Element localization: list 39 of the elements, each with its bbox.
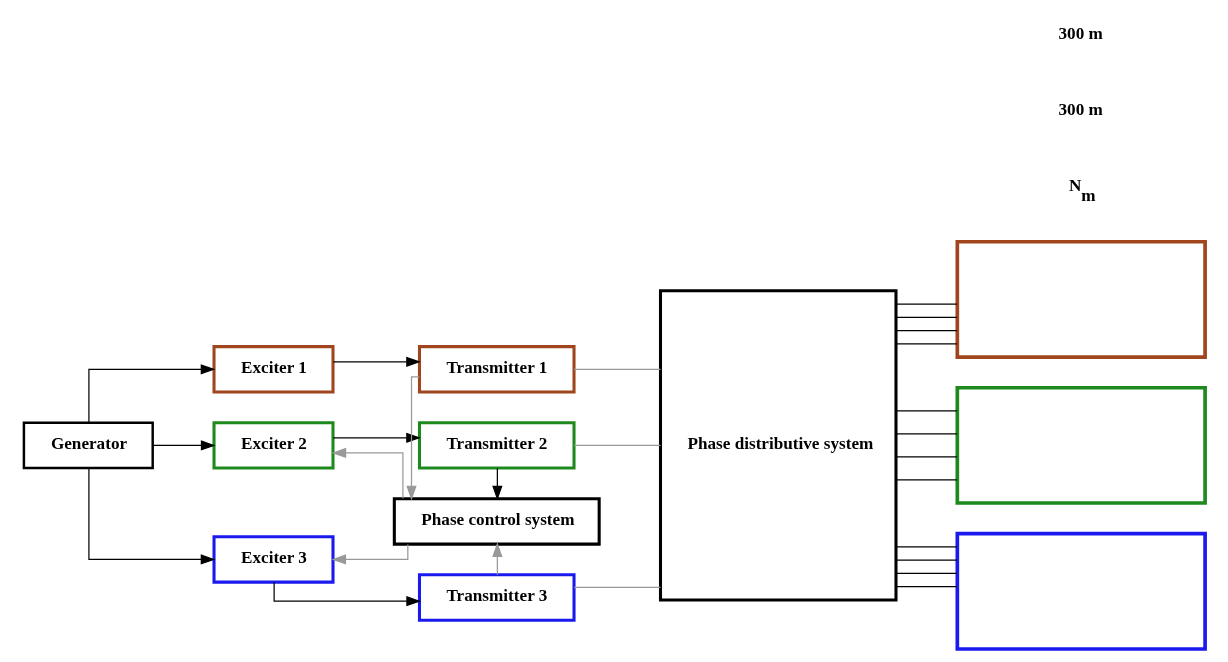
node-box: Exciter 2 bbox=[212, 421, 335, 470]
connector bbox=[895, 303, 958, 305]
connector bbox=[895, 329, 958, 332]
connector bbox=[572, 586, 661, 588]
node-box: Generator bbox=[22, 421, 154, 470]
connector bbox=[895, 343, 958, 345]
arrow bbox=[491, 467, 503, 501]
node-box: Phase distributive system bbox=[658, 289, 898, 602]
connector bbox=[895, 433, 958, 435]
node-box bbox=[955, 239, 1207, 359]
connector bbox=[895, 559, 958, 561]
node-box: Transmitter 3 bbox=[417, 573, 576, 622]
arrow bbox=[330, 447, 404, 500]
connector bbox=[572, 368, 661, 370]
arrow bbox=[332, 432, 421, 443]
connector bbox=[895, 456, 958, 458]
arrow bbox=[491, 542, 503, 576]
connector bbox=[895, 546, 958, 548]
connector bbox=[895, 410, 958, 412]
node-box: Transmitter 2 bbox=[417, 421, 576, 470]
node-box: Phase control system bbox=[392, 497, 601, 546]
label: 300 m bbox=[1058, 100, 1103, 120]
arrow bbox=[151, 440, 216, 451]
connector bbox=[895, 316, 958, 318]
arrow bbox=[273, 581, 421, 607]
label: 300 m bbox=[1058, 24, 1103, 44]
arrow bbox=[87, 467, 215, 565]
node-box: Exciter 3 bbox=[212, 535, 335, 584]
connector bbox=[895, 479, 958, 481]
connector bbox=[895, 572, 958, 575]
arrow bbox=[405, 376, 420, 501]
connector bbox=[895, 586, 958, 588]
arrow bbox=[332, 356, 421, 367]
node-box bbox=[955, 385, 1207, 505]
node-box bbox=[955, 531, 1207, 651]
connector bbox=[572, 444, 661, 446]
node-box: Exciter 1 bbox=[212, 345, 335, 394]
arrow bbox=[87, 364, 215, 424]
node-box: Transmitter 1 bbox=[417, 345, 576, 394]
